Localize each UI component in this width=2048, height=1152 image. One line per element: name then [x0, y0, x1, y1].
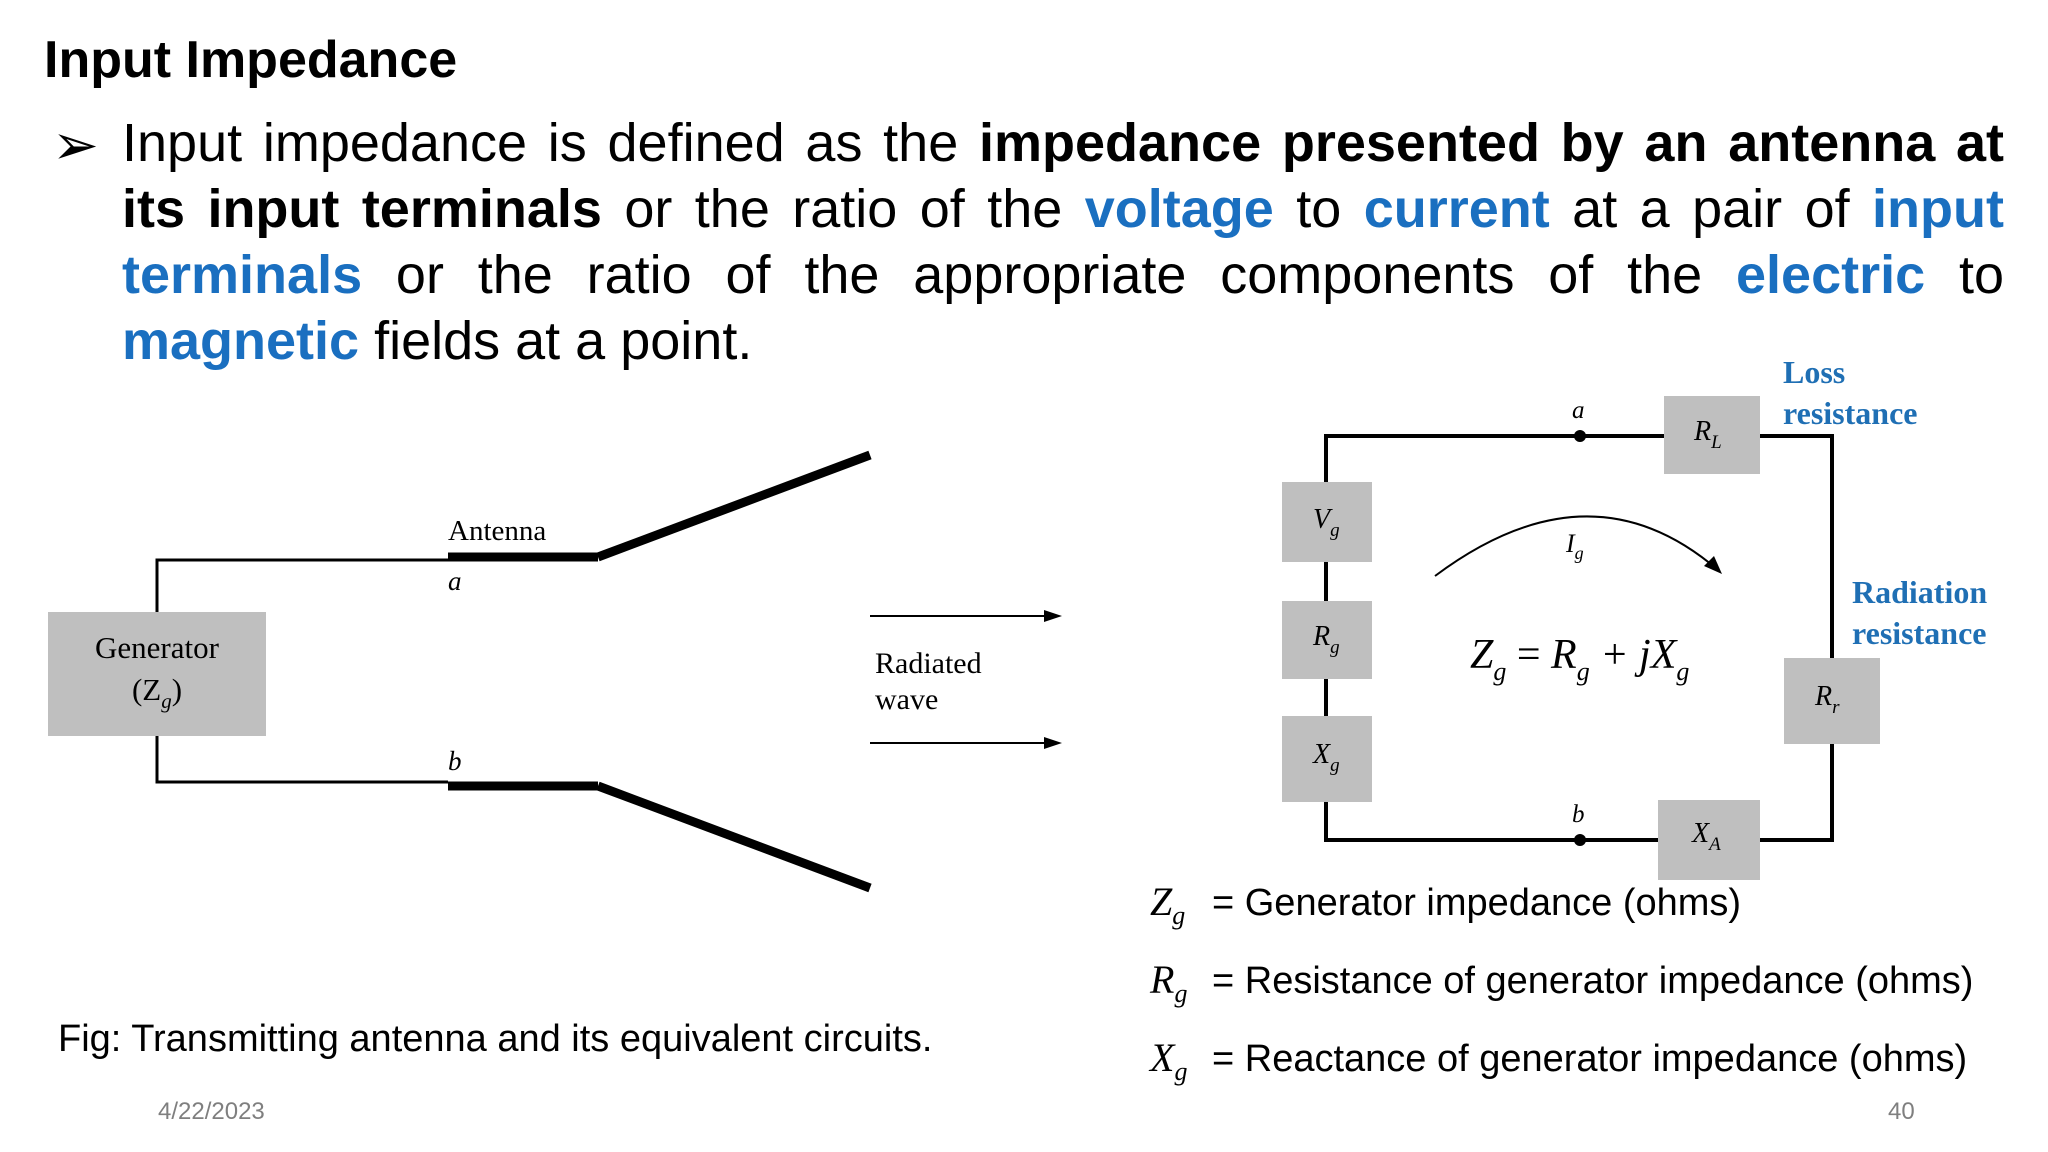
- text-run: to: [1925, 245, 2004, 305]
- circuit-wire-right: [1664, 434, 1834, 842]
- vg-box: [1282, 482, 1372, 562]
- text-run: to: [1273, 179, 1364, 239]
- arrow-head-icon: [1044, 610, 1062, 622]
- xg-box: [1282, 716, 1372, 802]
- legend-text: = Reactance of generator impedance (ohms…: [1212, 1038, 1968, 1080]
- text-run: fields at a point.: [359, 311, 753, 371]
- radiated-wave-label-2: wave: [875, 683, 938, 716]
- arrow-bullet-icon: ➢: [52, 113, 99, 176]
- legend-symbol: Rg: [1150, 957, 1188, 1008]
- page-number: 40: [1888, 1098, 1915, 1125]
- highlight-magnetic: magnetic: [122, 311, 360, 371]
- slide-title: Input Impedance: [44, 31, 458, 89]
- bold-phrase: impedance presented by an antenna at its…: [122, 113, 2004, 239]
- legend-text: = Generator impedance (ohms): [1212, 882, 1742, 924]
- rg-label: Rg: [1312, 621, 1340, 658]
- radiation-label-2: resistance: [1852, 615, 1986, 651]
- loss-label-1: Loss: [1783, 354, 1845, 390]
- node-a-dot: [1574, 430, 1586, 442]
- loss-label-2: resistance: [1783, 395, 1917, 431]
- resistance-annotations: Loss resistance Radiation resistance: [1783, 354, 1987, 651]
- slide-date: 4/22/2023: [158, 1098, 265, 1125]
- xa-box: [1658, 800, 1760, 880]
- highlight-voltage: voltage: [1084, 179, 1274, 239]
- node-b-label: b: [1572, 801, 1585, 828]
- arrow-head-icon: [1704, 556, 1722, 574]
- highlight-electric: electric: [1736, 245, 1926, 305]
- feed-line-bottom: [155, 736, 448, 784]
- component-labels: Vg Rg Xg RL Rr XA a b Ig: [1312, 397, 1840, 855]
- terminal-a-label: a: [448, 566, 462, 596]
- rr-label: Rr: [1814, 681, 1840, 718]
- legend-xg: Xg = Reactance of generator impedance (oh…: [1150, 1034, 1967, 1087]
- text-run: or the ratio of the appropriate componen…: [362, 245, 1736, 305]
- radiation-label-1: Radiation: [1852, 574, 1987, 610]
- antenna-flare-top: [596, 450, 872, 562]
- rr-box: [1784, 658, 1880, 744]
- impedance-equation: Zg = Rg + jXg: [1470, 632, 1689, 686]
- legend-zg: Zg = Generator impedance (ohms): [1150, 878, 1741, 931]
- highlight-current: current: [1363, 179, 1550, 239]
- terminal-b-label: b: [448, 746, 462, 776]
- legend-text: = Resistance of generator impedance (ohm…: [1212, 960, 1974, 1002]
- figure-caption: Fig: Transmitting antenna and its equiva…: [58, 1018, 933, 1060]
- antenna-flare-bottom: [596, 781, 872, 893]
- radiated-wave-label-1: Radiated: [875, 647, 982, 680]
- legend-symbol: Zg: [1150, 879, 1186, 930]
- generator-impedance-label: (Zg): [132, 672, 182, 713]
- definition-bullet: ➢ Input impedance is defined as the impe…: [44, 110, 2004, 374]
- generator-box: [48, 612, 266, 736]
- text-run: or the ratio of the: [601, 179, 1085, 239]
- definition-text: Input impedance is defined as the impeda…: [122, 110, 2004, 374]
- antenna-figure: Generator (Zg) Antenna a b Radiated wave: [48, 450, 1062, 893]
- current-arrow-arc: [1434, 515, 1719, 577]
- arrow-head-icon: [1044, 737, 1062, 749]
- text-run: at a pair of: [1549, 179, 1873, 239]
- highlight-input-terminals: input terminals: [122, 179, 2004, 305]
- rl-label: RL: [1693, 416, 1722, 453]
- xg-label: Xg: [1312, 739, 1340, 776]
- text-run: Input impedance is defined as the: [122, 113, 979, 173]
- equivalent-circuit: Vg Rg Xg RL Rr XA a b Ig Zg = Rg + jXg L…: [1282, 354, 1987, 880]
- rg-box: [1282, 601, 1372, 679]
- rl-box: [1664, 396, 1760, 474]
- legend-rg: Rg = Resistance of generator impedance (o…: [1150, 956, 1973, 1009]
- antenna-label: Antenna: [448, 515, 546, 547]
- ig-label: Ig: [1565, 529, 1584, 563]
- feed-line-top: [155, 558, 448, 612]
- legend-symbol: Xg: [1150, 1035, 1188, 1086]
- vg-label: Vg: [1313, 504, 1340, 541]
- xa-label: XA: [1691, 818, 1721, 855]
- node-a-label: a: [1572, 397, 1585, 424]
- generator-label: Generator: [95, 630, 220, 665]
- node-b-dot: [1574, 834, 1586, 846]
